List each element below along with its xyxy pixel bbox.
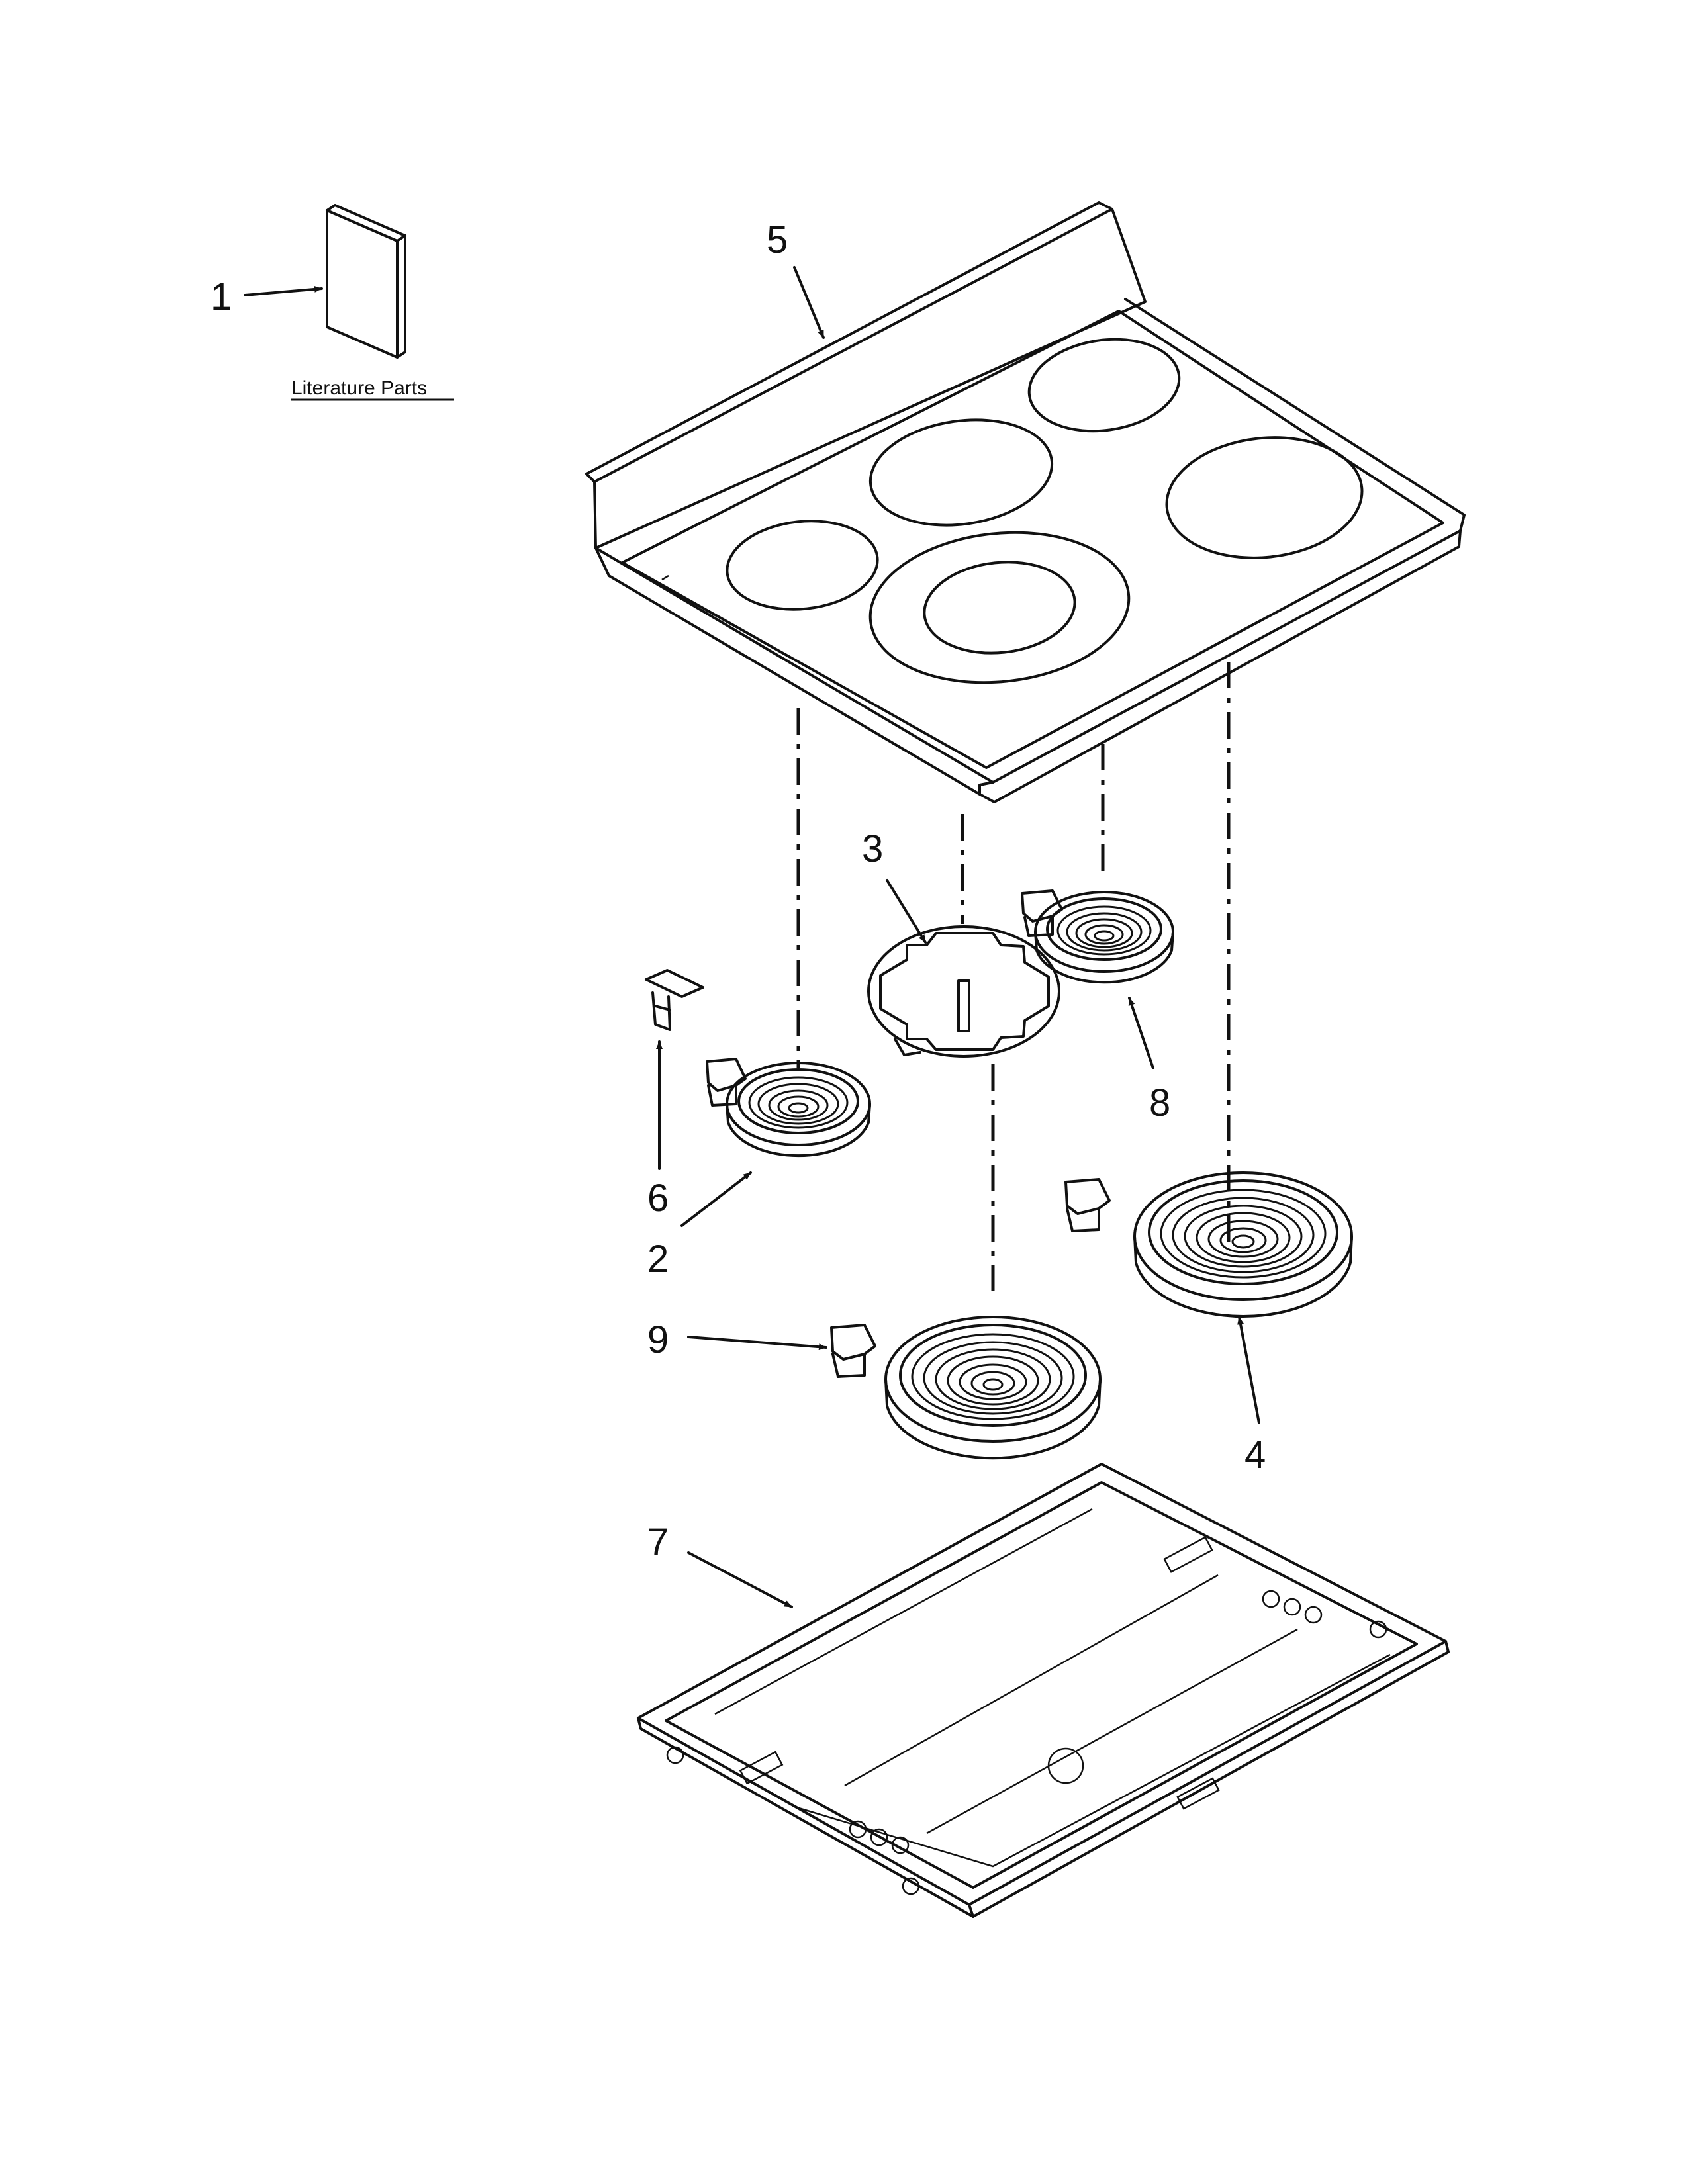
callout-arrow-1 [244, 285, 323, 296]
burner-large-rear [1064, 1171, 1353, 1318]
callout-2: 2 [647, 1238, 669, 1281]
callout-arrow-9 [687, 1336, 827, 1351]
alignment-lines [796, 662, 1231, 1291]
callout-5: 5 [767, 218, 788, 261]
callout-arrow-4 [1237, 1316, 1260, 1424]
burner-large-rear-coil [1160, 1189, 1327, 1279]
callout-6: 6 [647, 1177, 669, 1220]
burner-small-rear [1021, 889, 1174, 984]
callout-arrow-8 [1128, 997, 1154, 1069]
callout-8: 8 [1149, 1081, 1170, 1124]
literature-booklet [326, 204, 406, 359]
cooktop-burner-outlines [726, 338, 1364, 684]
callout-arrow-5 [793, 266, 825, 339]
callout-4: 4 [1244, 1433, 1266, 1477]
callout-1: 1 [211, 275, 232, 318]
callout-arrow-7 [687, 1551, 793, 1608]
cooktop [585, 201, 1466, 803]
callout-3: 3 [862, 827, 883, 870]
burner-small-front [706, 1058, 871, 1158]
callout-9: 9 [647, 1318, 669, 1361]
heat-shield [867, 925, 1060, 1058]
burner-large-front [830, 1316, 1102, 1460]
callout-arrow-2 [680, 1171, 752, 1227]
burner-box [637, 1463, 1450, 1918]
burner-small-rear-coil [1056, 905, 1152, 956]
callout-7: 7 [647, 1521, 669, 1564]
burner-small-front-coil [748, 1076, 849, 1129]
limiter-switch [645, 969, 704, 1031]
burner-large-front-coil [911, 1333, 1075, 1420]
callout-arrow-3 [886, 879, 927, 944]
literature-parts-label: Literature Parts [291, 377, 427, 399]
